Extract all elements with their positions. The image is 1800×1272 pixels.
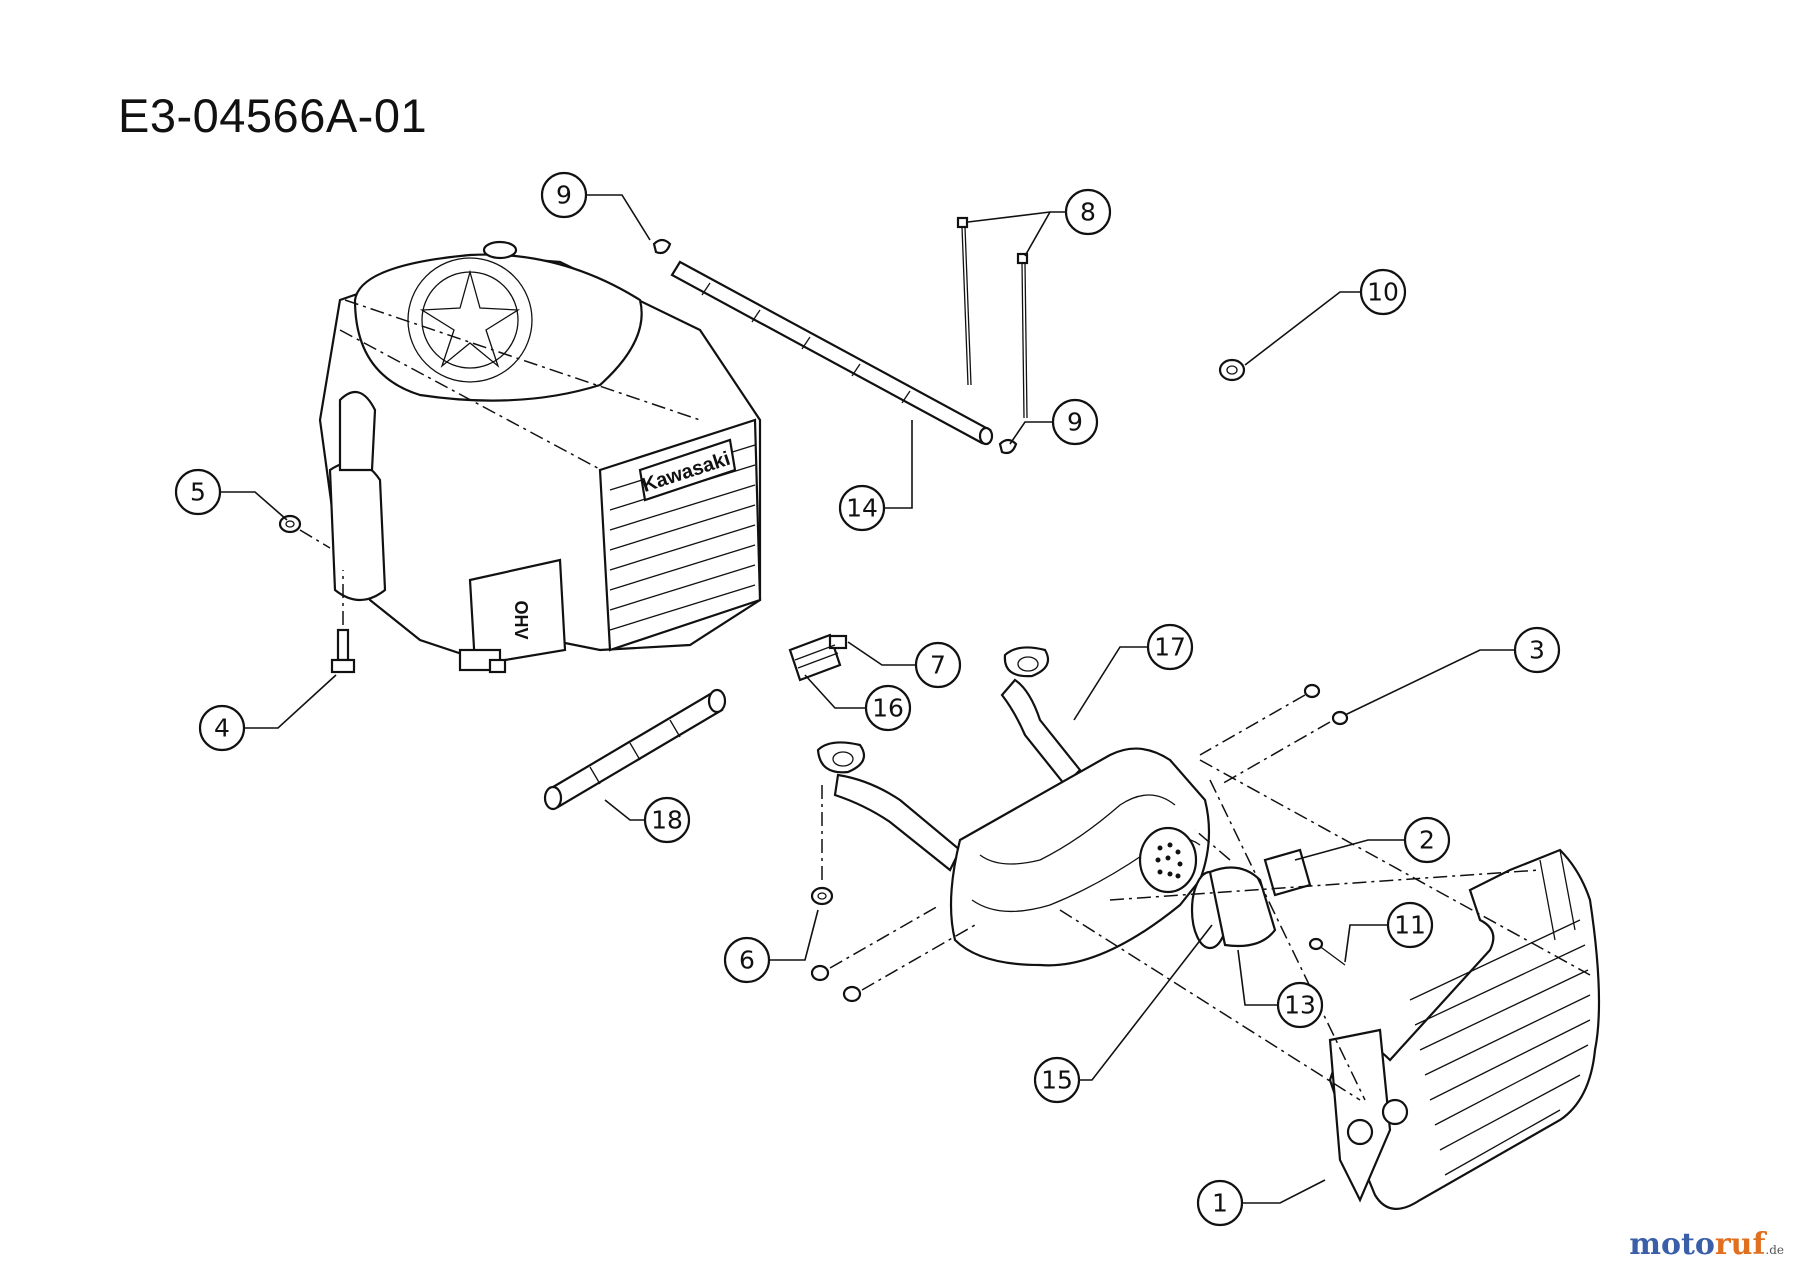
callout-15: 15 (1033, 1056, 1081, 1104)
svg-text:2: 2 (1419, 826, 1435, 855)
svg-text:8: 8 (1080, 198, 1096, 227)
clamp-9-lower (998, 438, 1018, 455)
svg-text:14: 14 (846, 494, 878, 523)
leader-lines (220, 194, 1515, 1204)
callout-11: 11 (1386, 901, 1434, 949)
svg-text:7: 7 (930, 651, 946, 680)
engine-ohv-label: OHV (511, 600, 531, 639)
motoruf-logo: motoruf.de (1629, 1227, 1784, 1262)
callout-6: 6 (723, 936, 771, 984)
hose-14 (670, 260, 994, 446)
callout-7: 7 (914, 641, 962, 689)
callout-17: 17 (1146, 623, 1194, 671)
svg-text:3: 3 (1529, 636, 1545, 665)
svg-text:10: 10 (1367, 278, 1399, 307)
screws-6 (810, 904, 976, 1003)
callout-10: 10 (1359, 268, 1407, 316)
engine: Kawasaki OHV (318, 240, 762, 674)
screw-11 (1308, 937, 1346, 966)
bolt-4 (330, 570, 356, 674)
callout-14: 14 (838, 484, 886, 532)
tube-18 (543, 688, 727, 811)
svg-text:16: 16 (872, 694, 904, 723)
callout-9-top: 9 (540, 171, 588, 219)
muffler-17 (816, 646, 1211, 967)
svg-text:13: 13 (1284, 991, 1316, 1020)
heat-shield-1 (1328, 848, 1601, 1210)
callout-8: 8 (1064, 188, 1112, 236)
callout-13: 13 (1276, 981, 1324, 1029)
svg-text:11: 11 (1394, 911, 1426, 940)
callout-9-lower: 9 (1051, 398, 1099, 446)
assembly-guide-lines (1059, 759, 1591, 1101)
switch-7-16 (788, 633, 848, 682)
screws-3 (1199, 683, 1349, 786)
diagram-title: E3-04566A-01 (118, 89, 428, 142)
svg-text:9: 9 (1067, 408, 1083, 437)
svg-text:6: 6 (739, 946, 755, 975)
svg-text:9: 9 (556, 181, 572, 210)
svg-text:15: 15 (1041, 1066, 1073, 1095)
spark-arrestor-13-15 (1190, 829, 1312, 950)
callout-2: 2 (1403, 816, 1451, 864)
clamp-10 (1218, 358, 1246, 382)
cable-ties-8 (956, 216, 1029, 419)
svg-text:4: 4 (214, 714, 230, 743)
nut-6 (810, 780, 834, 906)
svg-text:17: 17 (1154, 633, 1186, 662)
svg-text:18: 18 (651, 806, 683, 835)
nut-5 (278, 514, 331, 549)
callout-3: 3 (1513, 626, 1561, 674)
callout-4: 4 (198, 704, 246, 752)
callout-18: 18 (643, 796, 691, 844)
callout-1: 1 (1196, 1179, 1244, 1227)
svg-text:5: 5 (190, 478, 206, 507)
callout-16: 16 (864, 684, 912, 732)
callout-5: 5 (174, 468, 222, 516)
svg-text:1: 1 (1212, 1189, 1228, 1218)
clamp-9-top (652, 238, 672, 255)
